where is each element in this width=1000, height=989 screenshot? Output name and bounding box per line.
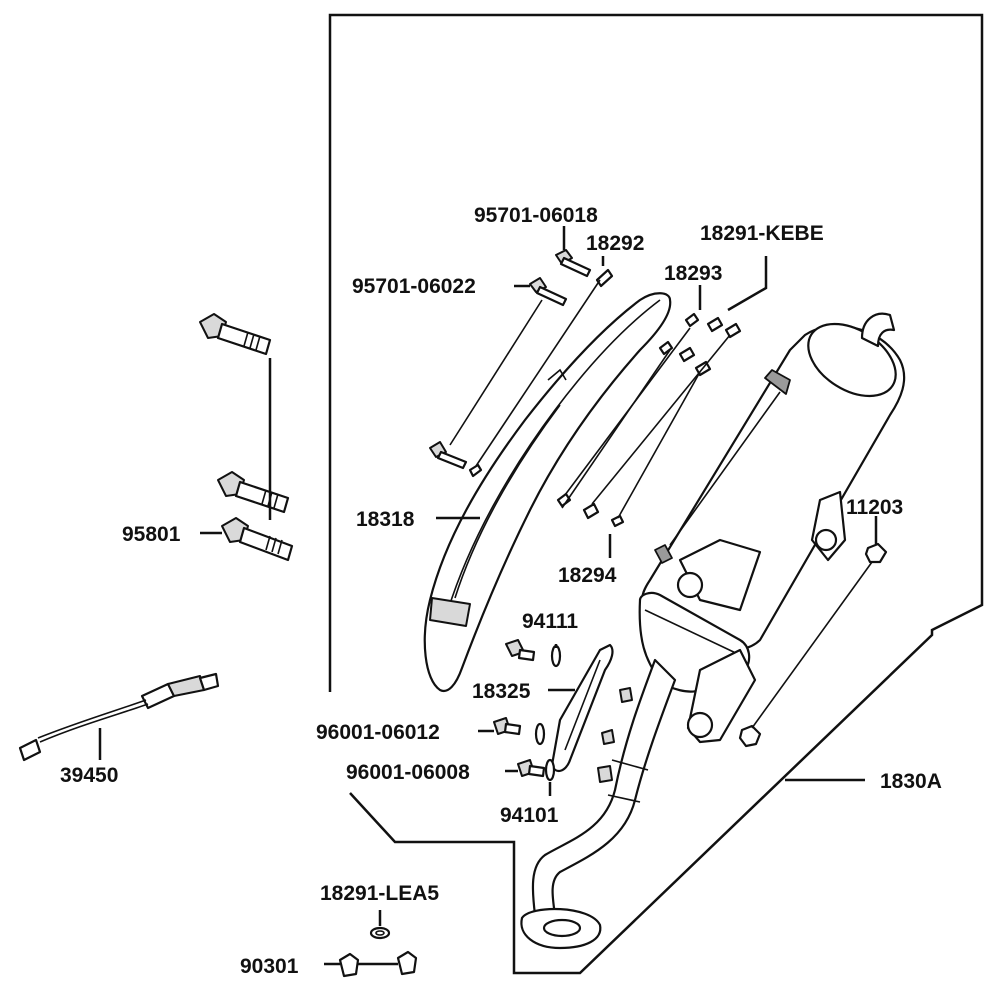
label-94101: 94101 [500,804,559,827]
clip-18293[interactable] [556,312,700,508]
label-96001-06008: 96001-06008 [346,761,470,784]
nut-90301-right[interactable] [396,950,418,976]
label-18318: 18318 [356,508,415,531]
oxygen-sensor[interactable] [18,672,220,762]
label-18292: 18292 [586,232,644,255]
label-94111: 94111 [522,610,578,633]
label-95801: 95801 [122,523,181,546]
washer-96001-06012[interactable] [534,722,546,746]
nut-11203[interactable] [864,542,888,564]
gasket-18291-lea5[interactable] [369,926,391,940]
label-11203: 11203 [846,496,903,519]
muffler[interactable] [638,309,909,744]
bolt-96001-06008[interactable] [517,759,546,778]
washer-94111[interactable] [550,644,562,668]
label-18291-kebe: 18291-KEBE [700,222,824,245]
label-18293: 18293 [664,262,722,285]
label-39450: 39450 [60,764,118,787]
clip-18294[interactable] [582,502,625,528]
label-96001-06012: 96001-06012 [316,721,440,744]
nut-90301-left[interactable] [338,952,360,978]
bolt-94111[interactable] [505,639,536,662]
label-18325: 18325 [472,680,531,703]
label-18294: 18294 [558,564,617,587]
part-labels: 95701-06018 18292 18291-KEBE 18293 95701… [60,204,942,978]
bolt-96001-06012[interactable] [493,717,522,736]
heat-shield-bracket[interactable] [550,643,614,773]
clip-18292[interactable] [468,268,614,478]
bolt-95801-middle[interactable] [217,471,290,514]
collar-lower[interactable] [738,724,762,748]
bolt-95801-top[interactable] [199,313,272,356]
label-1830a: 1830A [880,770,942,793]
assembly-frame [328,13,984,975]
label-18291-lea5: 18291-LEA5 [320,882,439,905]
bolt-95801-bottom[interactable] [221,517,294,562]
washer-94101[interactable] [544,758,556,782]
label-95701-06022: 95701-06022 [352,275,476,298]
exhaust-pipe[interactable] [520,658,677,950]
label-95701-06018: 95701-06018 [474,204,598,227]
bolt-95701-06018[interactable] [555,249,592,278]
bolt-95701-06022[interactable] [529,277,568,307]
bolt-shield-lower[interactable] [429,441,468,470]
heat-shield[interactable] [423,292,672,692]
label-90301: 90301 [240,955,299,978]
leader-lines [98,226,878,966]
clip-18291-kebe[interactable] [678,316,742,377]
